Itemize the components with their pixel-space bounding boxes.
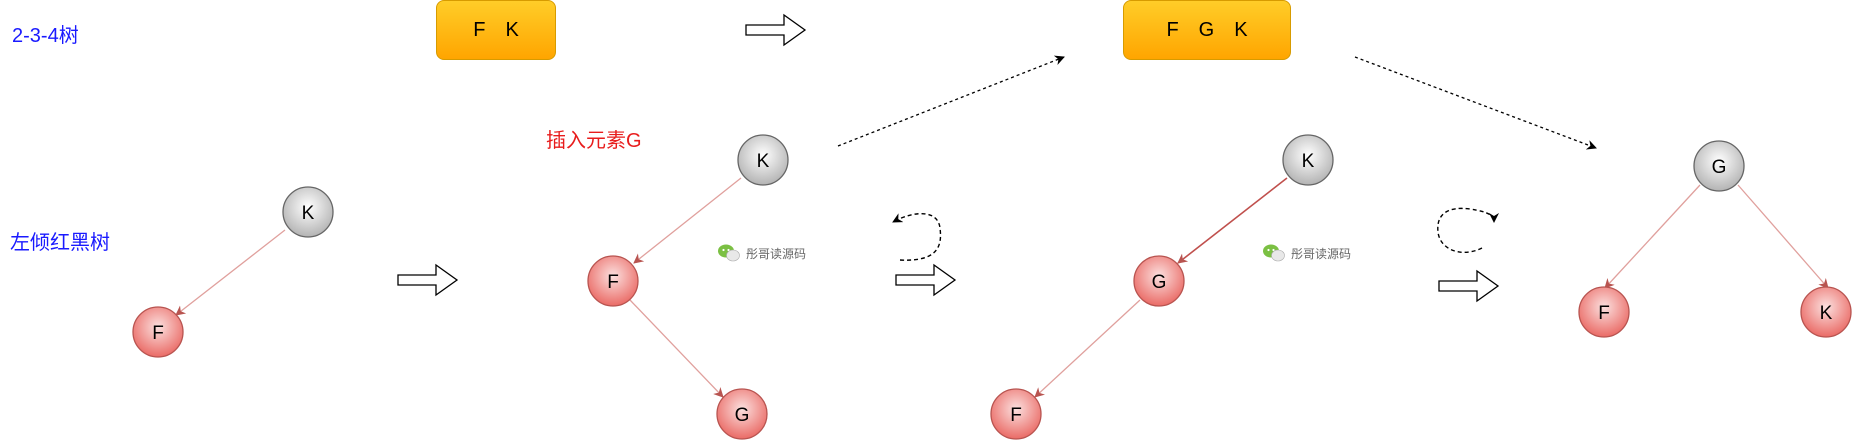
- node-label-s1-k: K: [302, 203, 315, 224]
- edge-s2-k-f: [633, 177, 742, 264]
- node-s3-g: [1133, 255, 1185, 307]
- dotted-arrow-down: [1354, 56, 1597, 150]
- edge-s3-k-g: [1177, 177, 1288, 264]
- node-label-s2-k: K: [757, 151, 770, 172]
- node-s2-g: [716, 388, 768, 440]
- label-2-3-4-tree: 2-3-4树: [12, 25, 79, 47]
- edge-s1-k-f: [175, 229, 286, 316]
- node-s3-f: [990, 388, 1042, 440]
- node-s2-f: [587, 255, 639, 307]
- block-arrow-2: [895, 263, 957, 297]
- node-label-s2-f: F: [607, 272, 619, 293]
- node-label-s2-g: G: [735, 405, 750, 426]
- node-label-s3-g: G: [1152, 272, 1167, 293]
- watermark-text-1: 彤哥读源码: [746, 246, 807, 261]
- node-s3-k: [1282, 134, 1334, 186]
- dotted-arrows: [837, 55, 1597, 150]
- node-s4-g: [1693, 140, 1745, 192]
- node-234-fk: F K: [436, 0, 556, 60]
- box2-key-3: K: [1234, 18, 1248, 41]
- box1-key-1: F: [473, 18, 486, 41]
- node-s2-k: [737, 134, 789, 186]
- node-labels: K F K F G K G F G F K: [152, 151, 1832, 426]
- wechat-icon: [718, 244, 740, 262]
- label-left-leaning-rbtree: 左倾红黑树: [10, 232, 110, 254]
- node-s1-k: [282, 186, 334, 238]
- dotted-arrow-up: [837, 55, 1065, 147]
- tree-edges: [175, 177, 1829, 398]
- node-label-s4-g: G: [1712, 157, 1727, 178]
- node-label-s3-k: K: [1302, 151, 1315, 172]
- wechat-icon: [1263, 244, 1285, 262]
- rotate-left-arrow: [1437, 207, 1499, 253]
- watermark-2: 彤哥读源码: [1263, 244, 1351, 262]
- box2-key-1: F: [1166, 18, 1179, 41]
- node-s4-k: [1800, 286, 1852, 338]
- node-234-fgk: F G K: [1123, 0, 1291, 60]
- node-s1-f: [132, 306, 184, 358]
- rotation-arrows: [892, 207, 1499, 261]
- block-arrows: [397, 13, 1500, 303]
- node-label-s4-k: K: [1820, 303, 1833, 324]
- watermark-text-2: 彤哥读源码: [1291, 246, 1352, 261]
- block-arrow-top: [745, 13, 807, 47]
- block-arrow-3: [1438, 269, 1500, 303]
- box1-key-2: K: [505, 18, 519, 41]
- edge-s4-g-k: [1737, 184, 1829, 289]
- node-s4-f: [1578, 286, 1630, 338]
- label-insert-g: 插入元素G: [546, 130, 642, 152]
- rotate-right-arrow: [892, 212, 942, 261]
- node-label-s4-f: F: [1598, 303, 1610, 324]
- block-arrow-1: [397, 263, 459, 297]
- edge-s2-f-g: [629, 299, 724, 398]
- edge-s4-g-f: [1604, 184, 1701, 289]
- edge-s3-g-f: [1034, 299, 1141, 398]
- node-label-s3-f: F: [1010, 405, 1022, 426]
- watermark-1: 彤哥读源码: [718, 244, 806, 262]
- box2-key-2: G: [1198, 18, 1215, 41]
- tree-nodes: [132, 134, 1852, 440]
- node-label-s1-f: F: [152, 323, 164, 344]
